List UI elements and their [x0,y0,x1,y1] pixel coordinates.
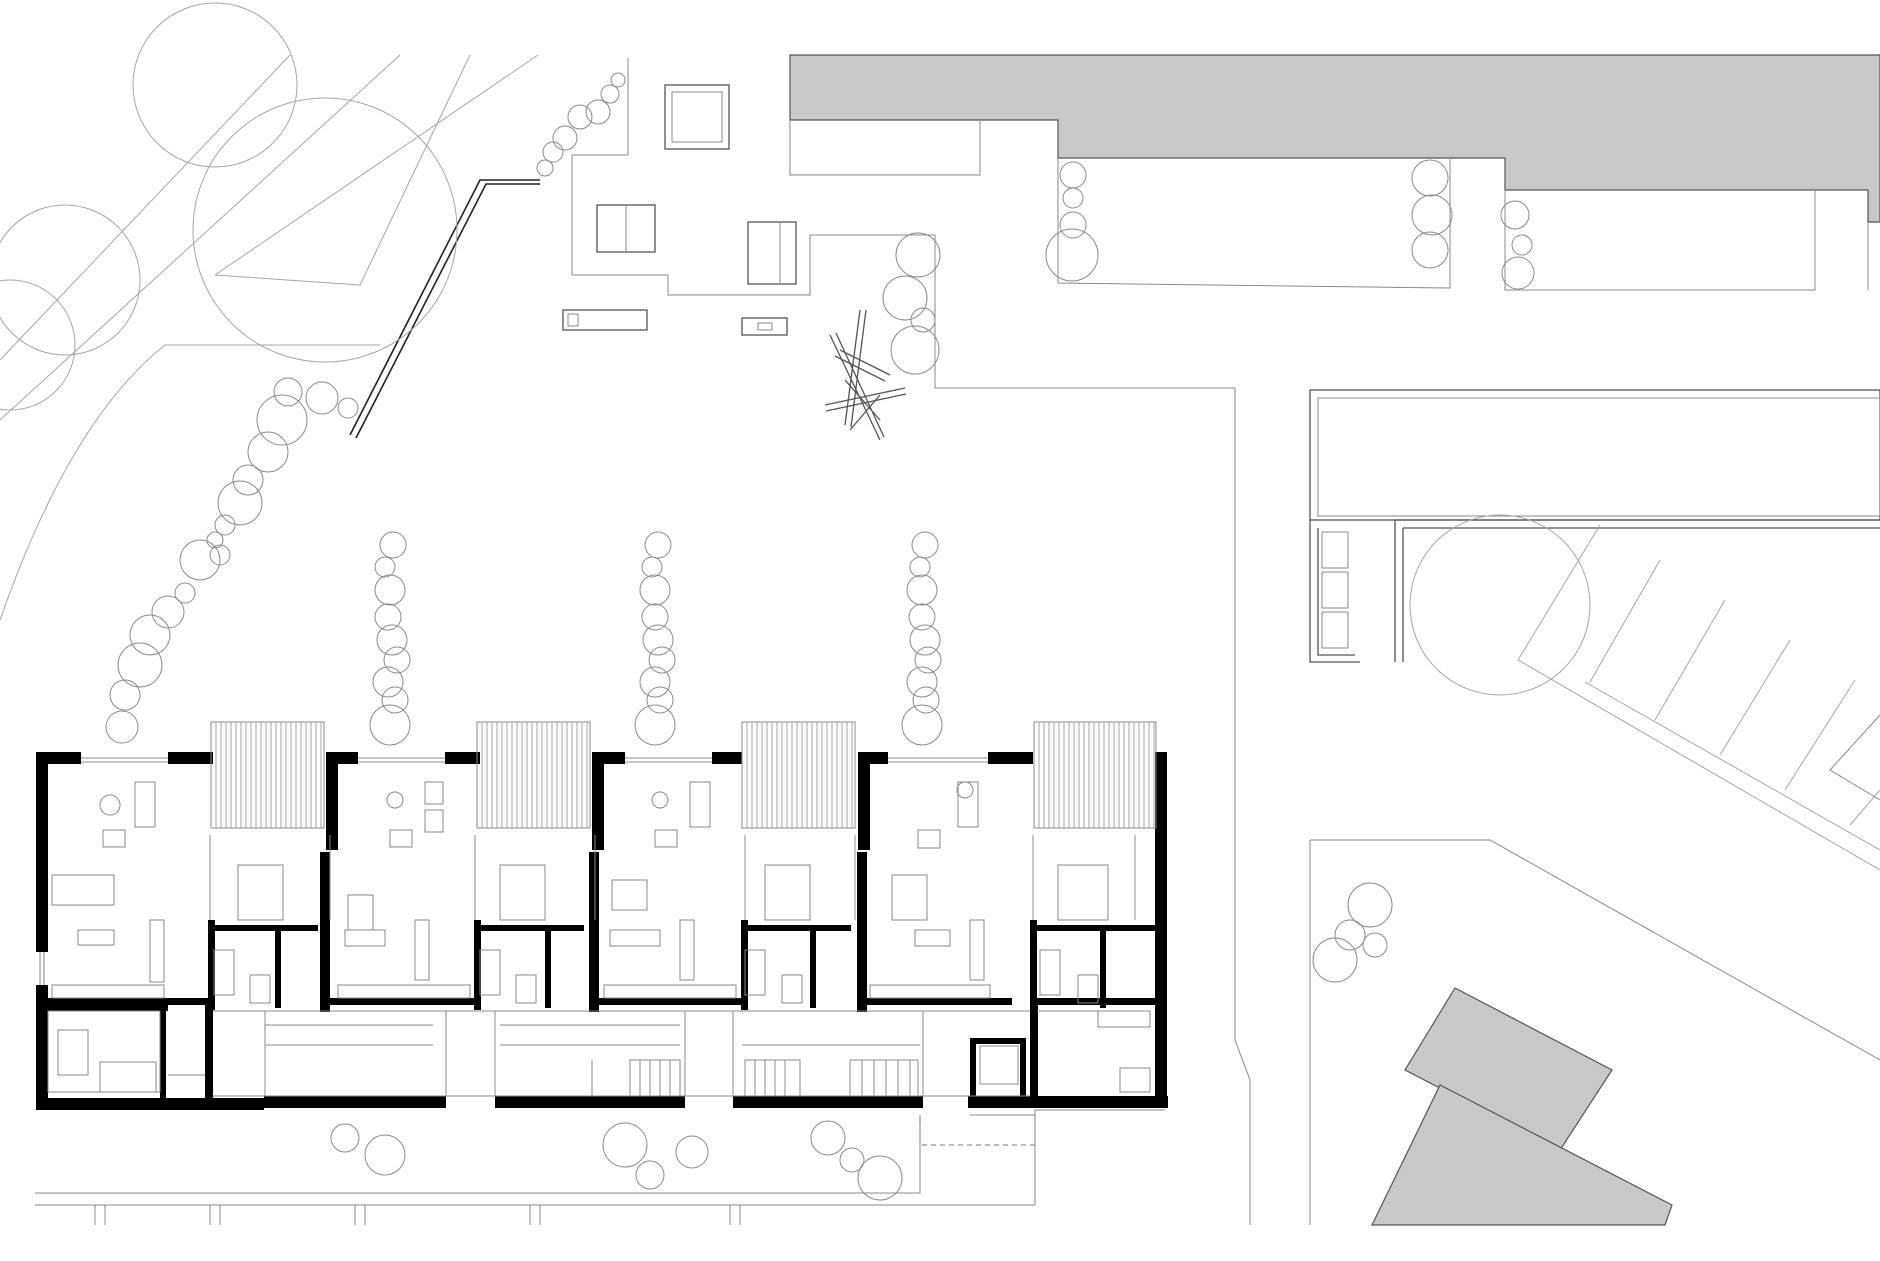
parking-structure [1309,389,1880,521]
bench-4 [741,317,788,336]
site-linework [0,54,1880,1225]
neighbour-buildings [789,54,1880,1226]
furniture [51,781,1151,1093]
neighbour-building-southeast-b [1371,1084,1673,1226]
play-structure [824,309,907,441]
neighbour-building-north [789,54,1880,223]
stairs [591,1059,919,1097]
bench-3 [562,309,648,331]
planter-square [664,84,730,150]
terrace-pergolas [210,721,1157,829]
fence-line [349,179,540,439]
bench-2 [747,221,797,285]
pergola-hatch [215,722,1155,828]
trees [0,2,1591,1201]
row-house-building [36,721,1168,1110]
